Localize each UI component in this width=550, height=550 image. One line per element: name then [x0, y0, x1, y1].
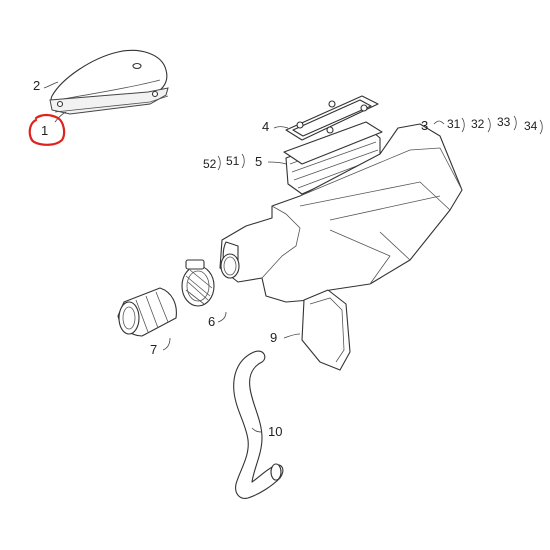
part-9-plate: [301, 289, 351, 371]
highlight-circle: [28, 113, 66, 146]
callout-34: 34: [524, 119, 538, 133]
callout-2: 2: [33, 78, 41, 93]
callout-32: 32: [471, 117, 485, 131]
callout-1: 1: [41, 123, 49, 138]
callout-52: 52: [203, 157, 217, 171]
callout-3: 3: [421, 118, 429, 133]
callout-5: 5: [255, 154, 263, 169]
callout-7: 7: [150, 342, 158, 357]
leader-lines: [43, 81, 445, 433]
callout-9: 9: [270, 330, 278, 345]
part-6-clamp: [181, 259, 215, 307]
callout-6: 6: [208, 314, 216, 329]
part-1-gasket: [54, 95, 169, 113]
part-4-frame: [285, 95, 379, 141]
callout-31: 31: [447, 117, 461, 131]
callout-4: 4: [262, 119, 270, 134]
part-5-filter: [283, 121, 383, 195]
callout-51: 51: [226, 154, 240, 168]
callout-10: 10: [268, 424, 283, 439]
part-2-cover: [49, 49, 169, 115]
part-10-hose: [233, 350, 284, 499]
callout-33: 33: [497, 115, 511, 129]
part-7-boot: [117, 287, 177, 337]
part-3-housing: [219, 123, 463, 303]
